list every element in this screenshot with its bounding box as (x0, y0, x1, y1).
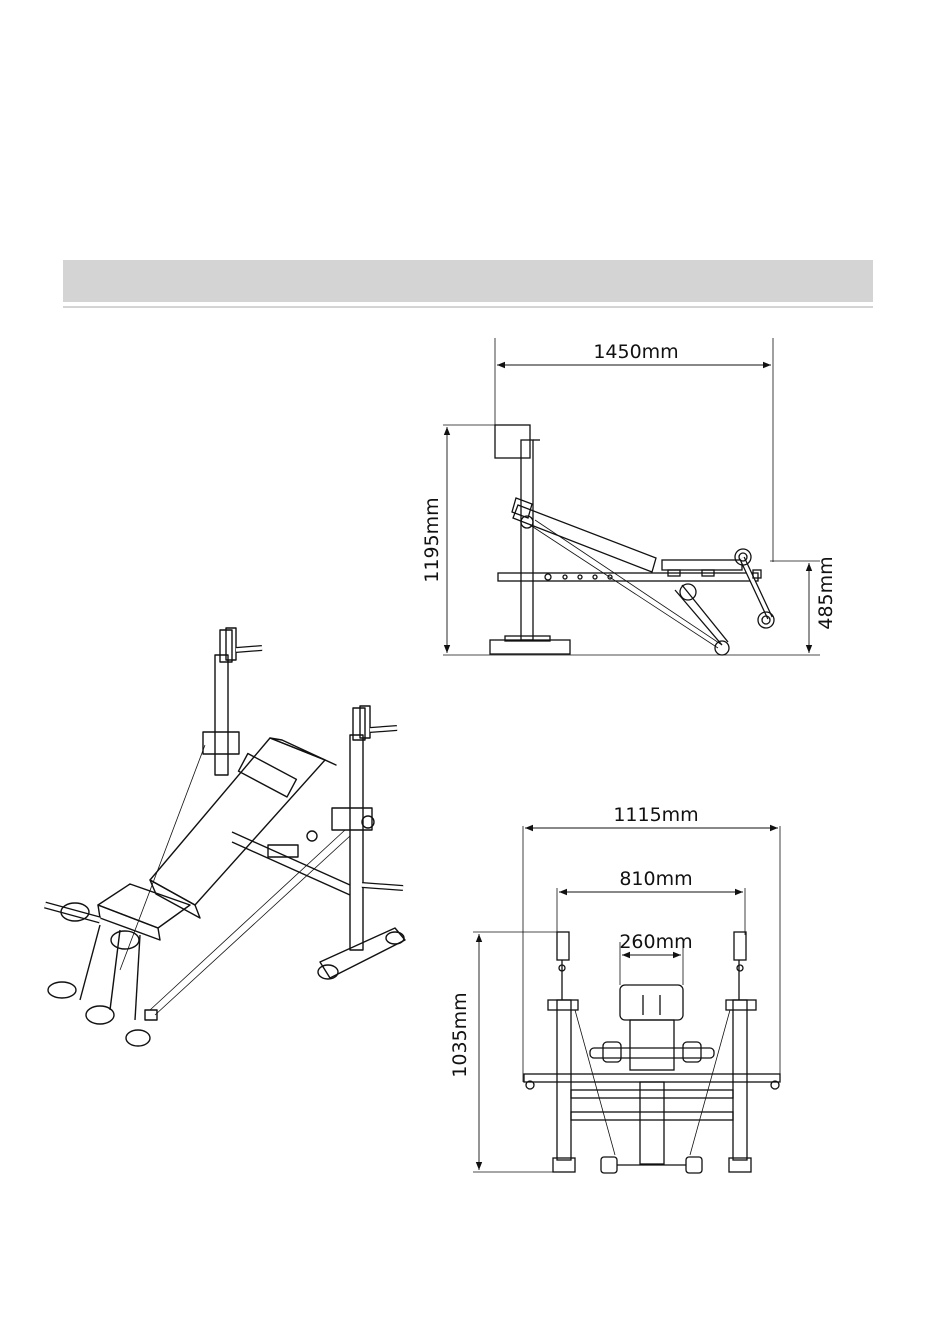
perspective-view-drawing (45, 628, 405, 1046)
front-seat-width-label: 260mm (619, 931, 692, 953)
side-length-label: 1450mm (593, 341, 678, 363)
side-view-drawing (443, 338, 820, 655)
side-height-label: 1195mm (421, 497, 443, 582)
front-upright-width-label: 810mm (619, 868, 692, 890)
front-outer-width-label: 1115mm (613, 804, 698, 826)
front-height-label: 1035mm (449, 992, 471, 1077)
seat-height-label: 485mm (815, 556, 837, 629)
